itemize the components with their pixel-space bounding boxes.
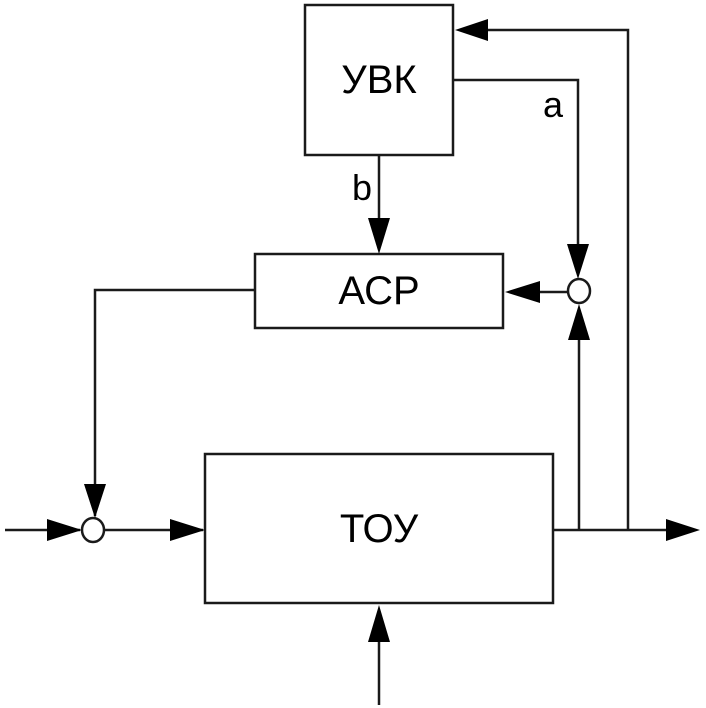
arrow-acp-to-node-icon — [84, 484, 106, 518]
wire-feedback-uvk — [488, 28, 630, 530]
block-acp[interactable]: АСР — [253, 252, 505, 330]
signal-a-label: a — [543, 84, 564, 125]
block-toy-label: ТОУ — [340, 507, 419, 551]
arrow-feedback-uvk-icon — [455, 19, 488, 41]
arrow-node-to-acp-icon — [505, 281, 540, 303]
arrow-signal-b-icon — [368, 218, 390, 254]
block-uvk-label: УВК — [341, 58, 417, 102]
block-acp-label: АСР — [338, 269, 419, 313]
block-toy-rect — [203, 452, 555, 605]
arrow-to-toy-icon — [170, 519, 205, 541]
summing-node-acp — [566, 277, 592, 305]
arrow-feedback-acp-icon — [568, 304, 590, 340]
block-toy[interactable]: ТОУ — [203, 452, 555, 605]
signal-b-label: b — [352, 167, 372, 208]
summing-node-input — [80, 516, 106, 544]
wire-signal-a — [453, 78, 580, 245]
arrow-output-icon — [666, 519, 700, 541]
block-uvk[interactable]: УВК — [303, 3, 455, 157]
arrow-input-icon — [47, 519, 82, 541]
arrow-signal-a-icon — [567, 244, 589, 279]
block-acp-rect — [253, 252, 505, 330]
arrow-disturbance-icon — [368, 605, 390, 642]
wire-acp-to-node — [93, 288, 255, 516]
block-uvk-rect — [303, 3, 455, 157]
